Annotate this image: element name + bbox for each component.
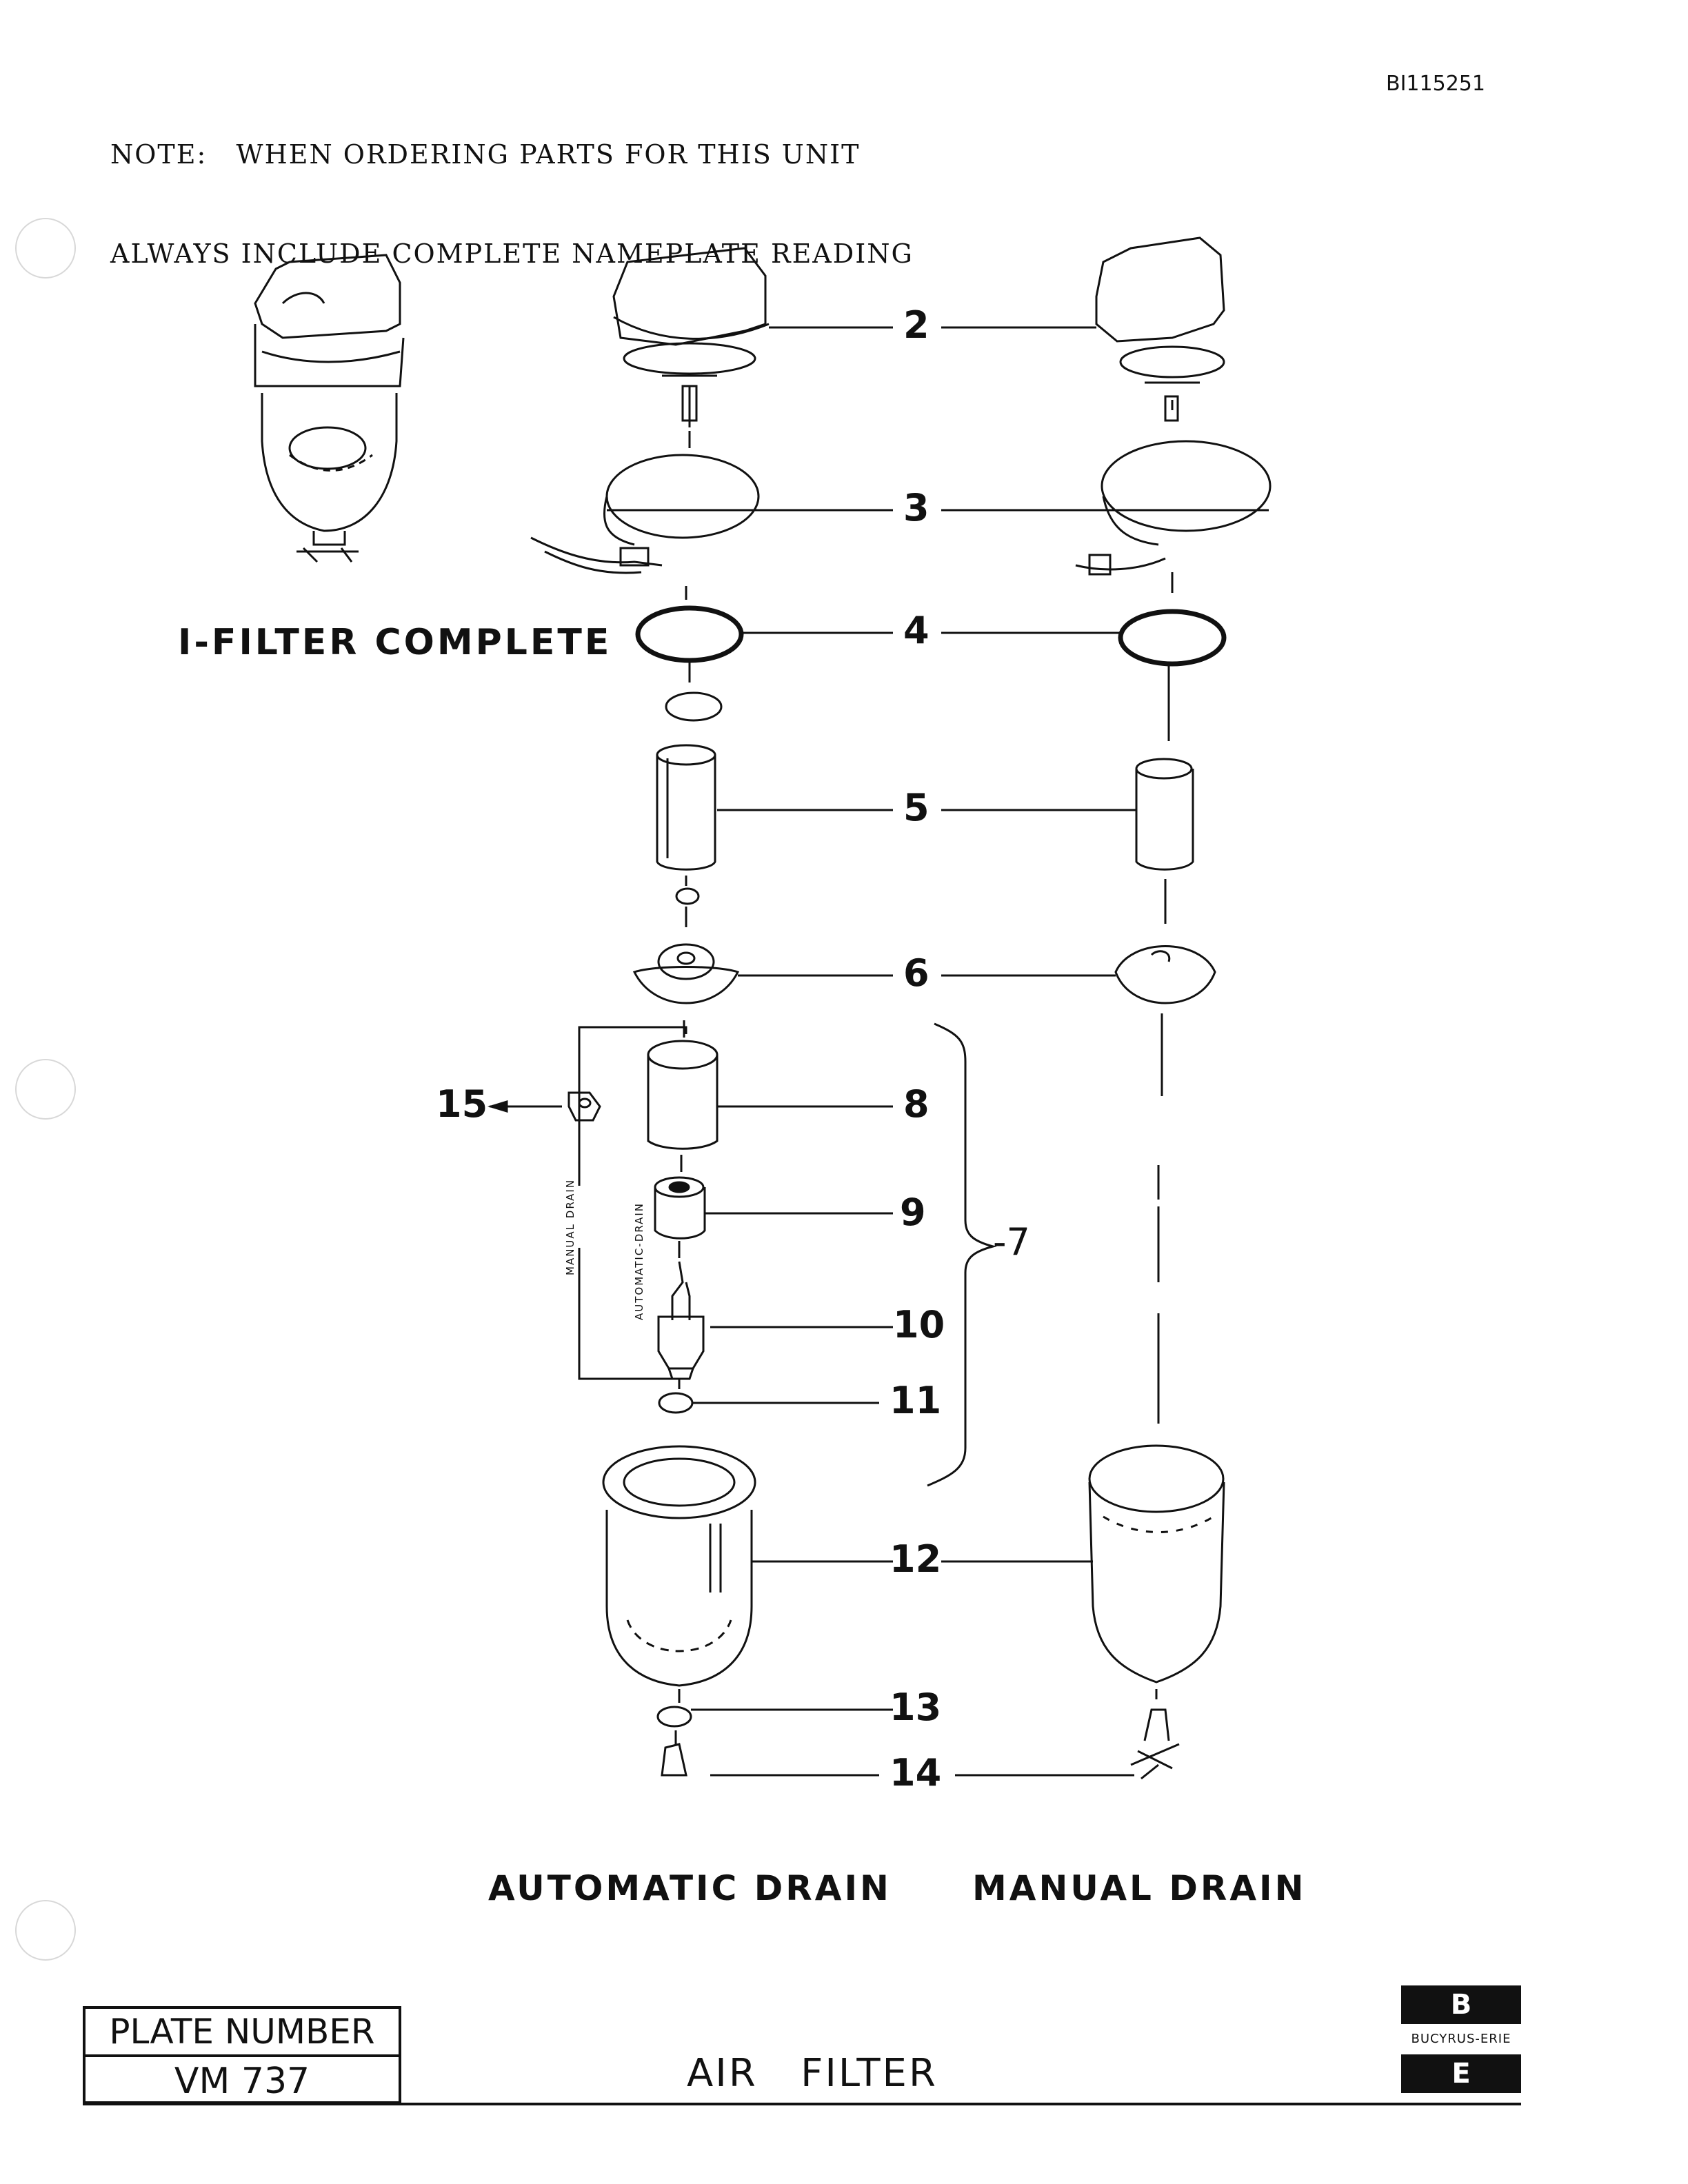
auto-part-12-bowl (602, 1445, 756, 1687)
logo-top-block: B (1401, 1985, 1521, 2024)
auto-part-8-bowl-insert (647, 1040, 719, 1150)
plate-number-box: PLATE NUMBER VM 737 (83, 2006, 401, 2104)
part-15-manual-drain-cap (567, 1091, 601, 1122)
logo-brand-text: BUCYRUS-ERIE (1411, 2032, 1511, 2046)
auto-small-ring (675, 887, 700, 905)
auto-part-6-baffle (632, 943, 740, 1004)
callout-3: 3 (903, 486, 930, 529)
auto-part-11-oring (658, 1392, 694, 1414)
callout-4: 4 (903, 609, 930, 652)
binder-hole-bottom (15, 1900, 76, 1961)
filter-complete-illustration (254, 254, 405, 563)
note-line-1: NOTE: WHEN ORDERING PARTS FOR THIS UNIT (110, 139, 861, 170)
plate-number-value: VM 737 (174, 2061, 310, 2102)
drawing-title: AIR FILTER (687, 2051, 938, 2096)
auto-part-14-drain-plug (661, 1743, 687, 1777)
footer-rule (83, 2103, 1521, 2105)
plate-number-label: PLATE NUMBER (86, 2009, 399, 2057)
callout-10: 10 (893, 1303, 945, 1346)
callout-8: 8 (903, 1082, 930, 1126)
leader-lines (691, 326, 1136, 1777)
auto-part-10-drain-valve (657, 1261, 705, 1380)
auto-seal-upper (665, 691, 723, 722)
drain-option-bracket (578, 1026, 687, 1380)
manual-part-5-element (1135, 758, 1194, 871)
manual-part-4-oring (1118, 609, 1227, 667)
callout-15: 15 (436, 1082, 488, 1126)
side-label-manual-drain: MANUAL DRAIN (564, 1178, 576, 1275)
side-label-automatic-drain: AUTOMATIC-DRAIN (633, 1202, 645, 1320)
callout-9: 9 (900, 1191, 926, 1234)
auto-part-3-clamp (530, 454, 760, 574)
manual-part-12-bowl (1088, 1444, 1225, 1684)
auto-part-2-head (612, 247, 770, 427)
automatic-drain-label: AUTOMATIC DRAIN (488, 1868, 892, 1908)
callout-7: -7 (993, 1220, 1030, 1264)
part-7-brace (927, 1022, 997, 1487)
ordering-note: NOTE: WHEN ORDERING PARTS FOR THIS UNIT … (110, 72, 914, 303)
callout-5: 5 (903, 786, 930, 829)
auto-part-5-element (656, 744, 716, 871)
callout-11: 11 (890, 1379, 942, 1422)
callout-14: 14 (890, 1751, 942, 1794)
manual-drain-label: MANUAL DRAIN (972, 1868, 1307, 1908)
manual-part-14-drain-valve (1130, 1708, 1180, 1780)
callout-12: 12 (890, 1537, 942, 1581)
callout-13: 13 (890, 1686, 942, 1729)
note-line-2: ALWAYS INCLUDE COMPLETE NAMEPLATE READIN… (110, 239, 914, 269)
auto-part-4-oring (635, 605, 744, 663)
manual-part-3-clamp (1075, 440, 1272, 576)
document-id: BI115251 (1386, 72, 1485, 96)
callout-6: 6 (903, 951, 930, 995)
binder-hole-middle (15, 1059, 76, 1120)
manual-part-2-head (1095, 236, 1225, 422)
manual-part-6-baffle (1114, 945, 1216, 1004)
bucyrus-erie-logo: B BUCYRUS-ERIE E (1401, 1985, 1521, 2099)
binder-hole-top (15, 218, 76, 279)
filter-complete-label: I-FILTER COMPLETE (178, 622, 612, 663)
callout-2: 2 (903, 303, 930, 347)
auto-part-13-seal (656, 1706, 692, 1728)
logo-bottom-block: E (1401, 2054, 1521, 2093)
auto-part-9-drain-body (654, 1176, 706, 1240)
